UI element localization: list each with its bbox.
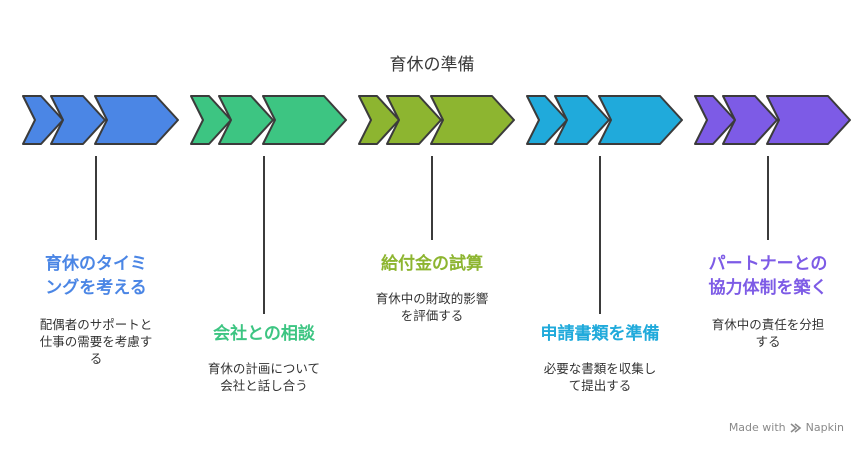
chevron-arrow-2-3 (262, 95, 347, 145)
chevron-arrow-1-1 (22, 95, 64, 145)
chevron-arrow-5-3 (766, 95, 851, 145)
chevron-group-2 (190, 95, 347, 145)
step-description-1: 配偶者のサポートと仕事の需要を考慮する (21, 316, 171, 367)
chevron-arrow-5-2 (722, 95, 778, 145)
chevron-arrow-3-3 (430, 95, 515, 145)
step-description-line: 育休中の財政的影響 (375, 291, 489, 306)
chevron-arrow-2-2 (218, 95, 274, 145)
step-description-line: て提出する (568, 378, 632, 393)
chevron-arrow-1-2 (50, 95, 106, 145)
watermark: Made with Napkin (729, 421, 844, 434)
napkin-icon (790, 422, 801, 433)
step-description-2: 育休の計画について会社と話し合う (189, 360, 339, 394)
chevron-arrow-5-1 (694, 95, 736, 145)
step-title-line: 会社との相談 (213, 324, 315, 344)
step-description-4: 必要な書類を収集して提出する (525, 360, 675, 394)
step-description-line: 必要な書類を収集し (543, 361, 657, 376)
chevron-arrow-4-2 (554, 95, 610, 145)
watermark-label: Made with (728, 421, 786, 434)
step-title-line: 育休のタイミ (45, 254, 147, 274)
chevron-group-4 (526, 95, 683, 145)
step-title-line: 給付金の試算 (381, 254, 483, 274)
step-description-line: 育休の計画について (207, 361, 321, 376)
step-title-3: 給付金の試算 (347, 252, 517, 276)
chevron-group-5 (694, 95, 851, 145)
chevron-arrow-4-3 (598, 95, 683, 145)
step-description-line: 仕事の需要を考慮す (39, 334, 153, 349)
step-title-line: 協力体制を築く (708, 278, 828, 298)
step-description-line: を評価する (400, 308, 464, 323)
watermark-brand: Napkin (805, 421, 844, 434)
page-title: 育休の準備 (389, 55, 475, 75)
step-description-line: 配偶者のサポートと (39, 317, 153, 332)
step-description-line: 会社と話し合う (220, 378, 308, 393)
step-title-line: パートナーとの (708, 254, 828, 274)
step-description-line: 育休中の責任を分担 (711, 317, 825, 332)
chevron-group-3 (358, 95, 515, 145)
step-description-5: 育休中の責任を分担する (693, 316, 843, 350)
chevron-arrow-4-1 (526, 95, 568, 145)
step-title-2: 会社との相談 (179, 322, 349, 346)
chevron-arrow-3-1 (358, 95, 400, 145)
step-title-line: 申請書類を準備 (540, 324, 660, 344)
step-title-1: 育休のタイミングを考える (11, 252, 181, 300)
step-description-line: する (755, 334, 781, 349)
chevron-arrow-2-1 (190, 95, 232, 145)
step-title-4: 申請書類を準備 (515, 322, 685, 346)
step-title-line: ングを考える (45, 278, 147, 298)
chevron-group-1 (22, 95, 179, 145)
chevron-arrow-1-3 (94, 95, 179, 145)
chevron-arrow-3-2 (386, 95, 442, 145)
step-title-5: パートナーとの協力体制を築く (683, 252, 853, 300)
step-description-line: る (89, 351, 103, 366)
step-description-3: 育休中の財政的影響を評価する (357, 290, 507, 324)
